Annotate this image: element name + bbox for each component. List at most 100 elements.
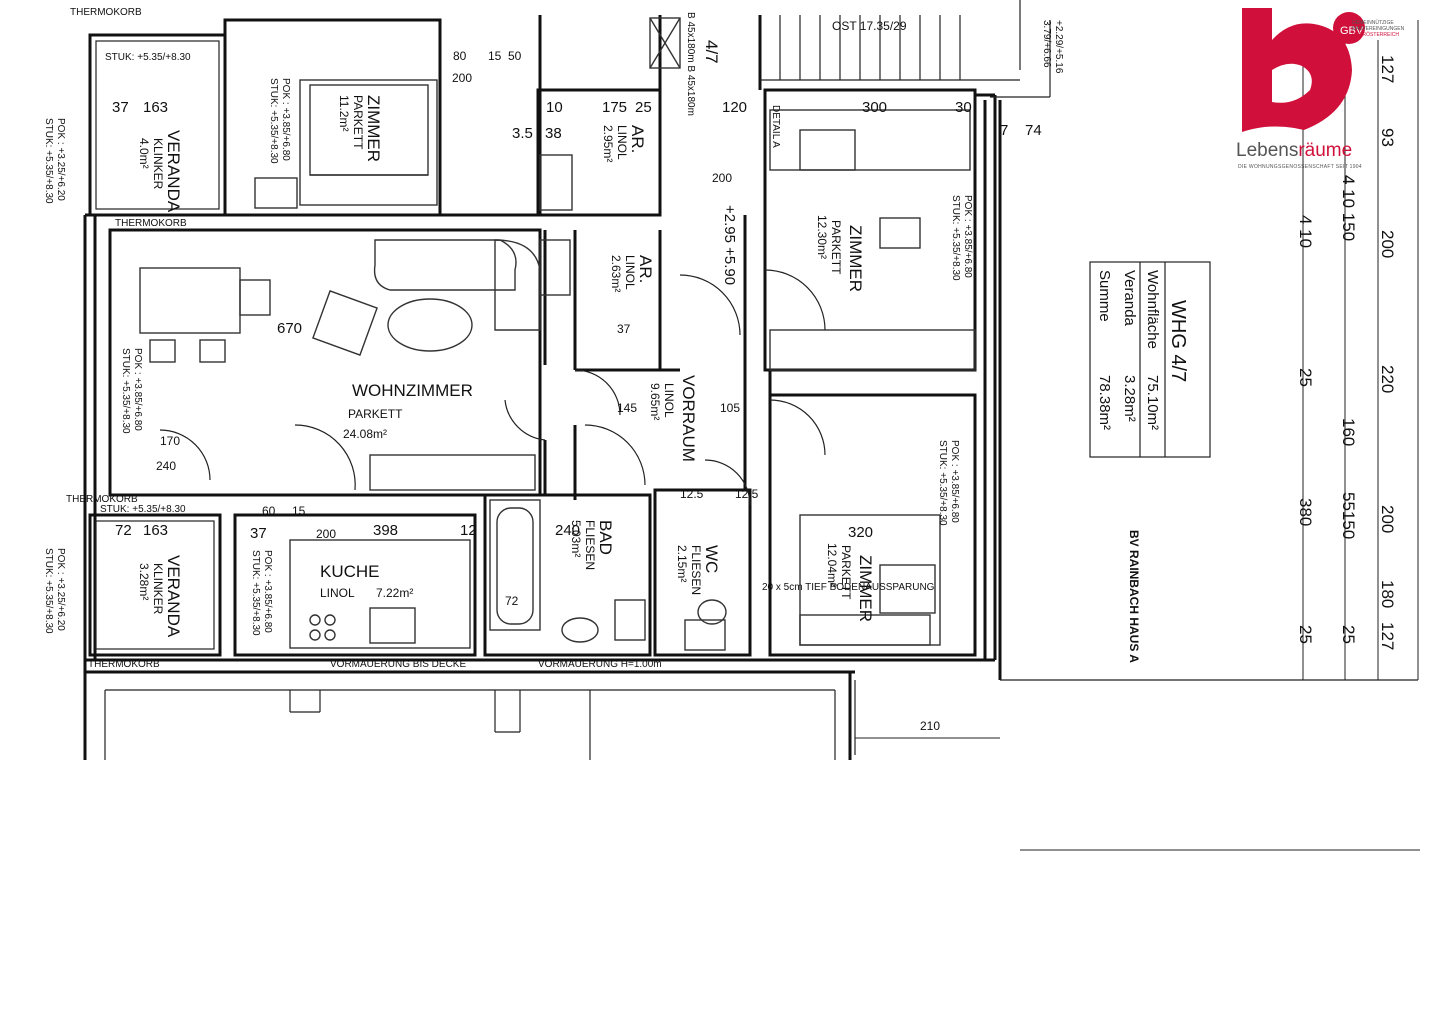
svg-text:55150: 55150: [1339, 492, 1358, 539]
room-zimmer-bottom: ZIMMER PARKETT 12.04m²: [825, 543, 875, 622]
pok-zimmer-bottom: POK : +3.85/+6.80 STUK: +5.35/+8.30: [937, 440, 960, 526]
room-wc: WC FLIESEN 2.15m²: [675, 545, 721, 595]
svg-text:240: 240: [156, 459, 176, 473]
svg-text:FLIESEN: FLIESEN: [583, 520, 597, 570]
svg-text:DETAIL A: DETAIL A: [770, 105, 781, 148]
svg-text:11.2m²: 11.2m²: [337, 95, 351, 131]
thermokorb-note-1: THERMOKORB: [115, 218, 187, 229]
svg-text:AR.: AR.: [628, 125, 647, 153]
svg-text:145: 145: [617, 401, 637, 415]
stuk-veranda-bottom: STUK: +5.35/+8.30: [100, 504, 186, 515]
svg-text:AR.: AR.: [636, 255, 655, 283]
vormauerung-decke-note: VORMAUERUNG BIS DECKE: [330, 659, 466, 670]
svg-text:KLINKER: KLINKER: [151, 563, 165, 615]
svg-text:15: 15: [488, 49, 502, 63]
svg-text:LINOL: LINOL: [662, 383, 676, 418]
svg-text:78.38m²: 78.38m²: [1096, 375, 1113, 430]
svg-text:74: 74: [1025, 122, 1042, 139]
stuk-veranda-top: STUK: +5.35/+8.30: [105, 52, 191, 63]
summary-title: WHG 4/7: [1167, 300, 1189, 382]
room-zimmer-right: ZIMMER PARKETT 12.30m²: [815, 215, 865, 292]
dims-misc: 670 37 163 72 163 37 60 15 200 398 12 24…: [112, 49, 1042, 733]
svg-text:+2.29/+5.16: +2.29/+5.16: [1053, 20, 1064, 74]
svg-text:+2.95 +5.90: +2.95 +5.90: [721, 205, 738, 285]
logo-tagline: DIE WOHNUNGSGENOSSENSCHAFT SEIT 1904: [1238, 164, 1362, 170]
logo-heart-b-icon: [1242, 8, 1352, 132]
pok-zimmer-right: POK : +3.85/+6.80 STUK: +5.35/+8.30: [950, 195, 973, 281]
svg-text:200: 200: [1378, 230, 1397, 258]
svg-text:160: 160: [1339, 418, 1358, 446]
svg-text:B 45x180m B 45x180m: B 45x180m B 45x180m: [685, 12, 696, 116]
pok-left-bottom: POK : +3.25/+6.20 STUK: +5.35/+8.30: [43, 548, 66, 634]
bodenaussparung-note: 20 x 5cm TIEF BODENAUSSPARUNG: [762, 582, 935, 593]
area-summary-table: WHG 4/7 Wohnfläche 75.10m² Veranda 3.28m…: [1089, 261, 1211, 458]
svg-text:180: 180: [1378, 580, 1397, 608]
svg-text:50: 50: [508, 49, 522, 63]
project-title: BV RAINBACH HAUS A: [1127, 530, 1141, 663]
svg-text:127: 127: [1378, 55, 1397, 83]
pok-left-top: POK : +3.25/+6.20 STUK: +5.35/+8.30: [43, 118, 66, 204]
svg-text:LINOL: LINOL: [320, 586, 355, 600]
logo-brand-prefix: Lebens: [1236, 140, 1299, 161]
svg-text:7: 7: [1000, 122, 1008, 139]
svg-text:4 10 150: 4 10 150: [1339, 175, 1358, 241]
svg-text:STUK: +5.35/+8.30: STUK: +5.35/+8.30: [250, 550, 261, 636]
svg-text:POK : +3.85/+6.80: POK : +3.85/+6.80: [949, 440, 960, 523]
logo-brand-suffix: räume: [1298, 140, 1353, 161]
summary-row-wohnflaeche: Wohnfläche 75.10m²: [1144, 270, 1161, 430]
svg-text:93: 93: [1378, 128, 1397, 147]
svg-text:STUK: +5.35/+8.30: STUK: +5.35/+8.30: [950, 195, 961, 281]
svg-text:Veranda: Veranda: [1121, 270, 1138, 327]
height-mark-note: +2.95 +5.90: [721, 205, 738, 285]
svg-text:175: 175: [602, 99, 627, 116]
room-kueche: KUCHE LINOL 7.22m²: [320, 562, 413, 600]
dims-right-outer: 127 93 200 220 200 180 127: [1378, 55, 1397, 650]
svg-text:4/7: 4/7: [702, 40, 721, 64]
svg-text:25: 25: [1339, 625, 1358, 644]
svg-text:KLINKER: KLINKER: [151, 138, 165, 190]
svg-text:POK : +3.25/+6.20: POK : +3.25/+6.20: [55, 118, 66, 201]
svg-text:BV RAINBACH HAUS A: BV RAINBACH HAUS A: [1127, 530, 1141, 663]
svg-text:75.10m²: 75.10m²: [1144, 375, 1161, 430]
svg-text:25: 25: [635, 99, 652, 116]
svg-text:12.30m²: 12.30m²: [815, 215, 829, 259]
svg-text:STUK: +5.35/+8.30: STUK: +5.35/+8.30: [120, 348, 131, 434]
svg-text:163: 163: [143, 99, 168, 116]
logo-brand: Lebensräume: [1236, 140, 1386, 162]
svg-text:670: 670: [277, 320, 302, 337]
svg-text:380: 380: [1296, 498, 1315, 526]
svg-text:38: 38: [545, 125, 562, 142]
thermokorb-note-3: THERMOKORB: [88, 659, 160, 670]
svg-text:Wohnfläche: Wohnfläche: [1144, 270, 1161, 349]
svg-text:105: 105: [720, 401, 740, 415]
thermokorb-top-note: THERMOKORB: [70, 7, 142, 18]
svg-text:VERANDA: VERANDA: [164, 555, 183, 638]
svg-text:240: 240: [555, 522, 580, 539]
svg-text:VERANDA: VERANDA: [164, 130, 183, 213]
gbv-line-2: BAUVEREINIGUNGEN: [1352, 26, 1405, 32]
svg-text:WOHNZIMMER: WOHNZIMMER: [352, 381, 473, 400]
room-veranda-bottom: VERANDA KLINKER 3.28m²: [137, 555, 183, 638]
dims-right-inner: 4 10 150 4 10 25 160 380 55150 25 25: [1296, 175, 1358, 644]
svg-text:KUCHE: KUCHE: [320, 562, 380, 581]
svg-text:210: 210: [920, 719, 940, 733]
pok-wohnzimmer: POK : +3.85/+6.80 STUK: +5.35/+8.30: [120, 348, 143, 434]
svg-text:4.0m²: 4.0m²: [137, 138, 151, 169]
walls: [83, 0, 1420, 851]
room-veranda-top: VERANDA KLINKER 4.0m²: [137, 130, 183, 213]
room-zimmer-top: ZIMMER PARKETT 11.2m²: [337, 95, 383, 162]
svg-text:220: 220: [1378, 365, 1397, 393]
svg-text:25: 25: [1296, 368, 1315, 387]
svg-text:200: 200: [1378, 505, 1397, 533]
svg-text:STUK: +5.35/+8.30: STUK: +5.35/+8.30: [43, 118, 54, 204]
elevator-note: B 45x180m B 45x180m: [685, 12, 696, 116]
svg-text:2.63m²: 2.63m²: [609, 255, 623, 292]
gbv-line-3: OBERÖSTERREICH: [1352, 32, 1399, 38]
svg-text:37: 37: [250, 525, 267, 542]
svg-text:3.79/+6.66: 3.79/+6.66: [1041, 20, 1052, 68]
room-vorraum: VORRAUM LINOL 9.65m²: [648, 375, 698, 462]
staircase-note: OST 17.35/29: [832, 19, 907, 33]
svg-text:120: 120: [722, 99, 747, 116]
svg-text:12: 12: [460, 522, 477, 539]
